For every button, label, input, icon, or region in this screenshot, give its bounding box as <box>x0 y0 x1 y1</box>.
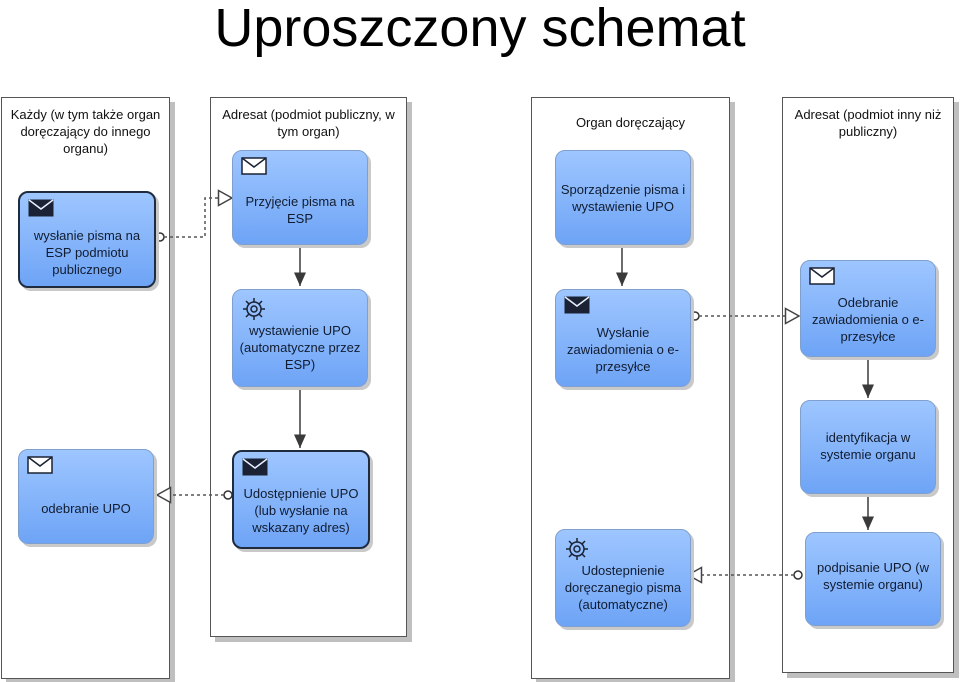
lane-header-nonpublic-addressee: Adresat (podmiot inny niż publiczny) <box>794 107 942 139</box>
lane-header-anyone: Każdy (w tym także organ doręczający do … <box>10 107 161 156</box>
task-send-notice[interactable]: Wysłanie zawiadomienia o e-przesyłce <box>555 289 691 387</box>
envelope-filled-icon <box>564 296 590 319</box>
task-send-notice-label: Wysłanie zawiadomienia o e-przesyłce <box>566 325 679 374</box>
task-sign-upo-label: podpisanie UPO (w systemie organu) <box>817 560 929 592</box>
task-receive-upo-label: odebranie UPO <box>41 501 131 516</box>
task-send-letter-label: wysłanie pisma na ESP podmiotu publiczne… <box>33 228 141 277</box>
message-flow-start-share-upo <box>223 490 233 500</box>
task-share-letter-auto-label: Udostepnienie doręczanegio pisma (automa… <box>564 563 682 612</box>
message-flow-start-notice <box>690 311 700 321</box>
lane-header-delivering-authority: Organ doręczający <box>575 115 686 130</box>
task-receive-notice[interactable]: Odebranie zawiadomienia o e-przesyłce <box>800 260 936 357</box>
task-prepare-letter[interactable]: Sporządzenie pisma i wystawienie UPO <box>555 150 691 245</box>
task-identify-label: identyfikacja w systemie organu <box>820 430 916 462</box>
envelope-filled-icon <box>28 199 54 222</box>
message-flow-start-send <box>155 232 165 242</box>
task-accept-letter-label: Przyjęcie pisma na ESP <box>245 194 355 226</box>
task-accept-letter[interactable]: Przyjęcie pisma na ESP <box>232 150 368 245</box>
envelope-filled-icon <box>242 458 268 481</box>
page-title: Uproszczony schemat <box>214 0 746 58</box>
task-prepare-letter-label: Sporządzenie pisma i wystawienie UPO <box>560 182 686 214</box>
task-issue-upo-auto[interactable]: wystawienie UPO (automatyczne przez ESP) <box>232 289 368 387</box>
task-send-letter[interactable]: wysłanie pisma na ESP podmiotu publiczne… <box>18 191 156 288</box>
gear-icon <box>241 296 267 327</box>
message-flow-start-sign <box>793 570 803 580</box>
lane-header-public-addressee: Adresat (podmiot publiczny, w tym organ) <box>222 107 395 139</box>
task-sign-upo[interactable]: podpisanie UPO (w systemie organu) <box>805 532 941 626</box>
task-share-letter-auto[interactable]: Udostepnienie doręczanegio pisma (automa… <box>555 529 691 627</box>
envelope-outline-icon <box>27 456 53 479</box>
envelope-outline-icon <box>241 157 267 180</box>
task-identify[interactable]: identyfikacja w systemie organu <box>800 400 936 494</box>
message-flow-send-to-accept <box>164 189 234 238</box>
task-receive-upo[interactable]: odebranie UPO <box>18 449 154 544</box>
gear-icon <box>564 536 590 567</box>
task-share-upo-label: Udostępnienie UPO (lub wysłanie na wskaz… <box>243 486 359 535</box>
task-issue-upo-auto-label: wystawienie UPO (automatyczne przez ESP) <box>239 323 361 372</box>
envelope-outline-icon <box>809 267 835 290</box>
task-receive-notice-label: Odebranie zawiadomienia o e-przesyłce <box>811 295 924 344</box>
task-share-upo[interactable]: Udostępnienie UPO (lub wysłanie na wskaz… <box>232 450 370 549</box>
